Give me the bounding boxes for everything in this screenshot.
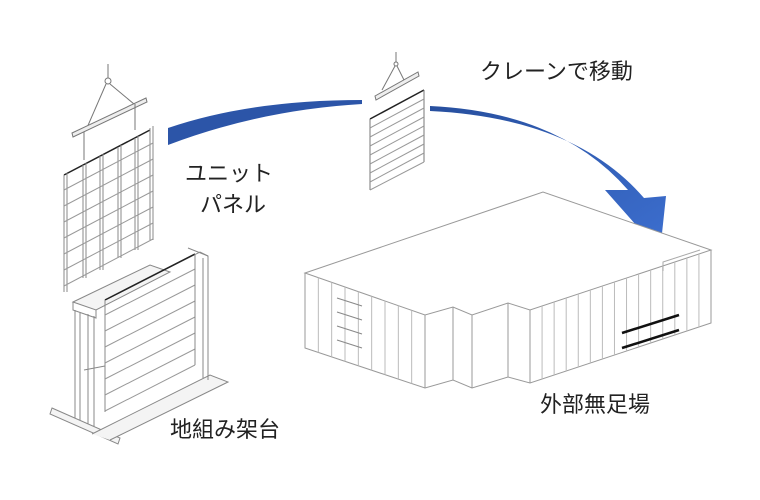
unit-panel-label-line1: ユニット	[185, 162, 274, 187]
unit-panel-lifted	[369, 52, 425, 191]
unit-panel-frame	[63, 64, 154, 292]
unit-panel-label-line2: パネル	[200, 193, 267, 218]
assembly-jig-label: 地組み架台	[170, 418, 281, 443]
no-scaffold-label: 外部無足場	[540, 393, 651, 418]
crane-move-label: クレーンで移動	[480, 60, 633, 85]
building	[303, 191, 713, 389]
crane-arrow	[168, 100, 666, 252]
assembly-jig	[49, 247, 230, 445]
